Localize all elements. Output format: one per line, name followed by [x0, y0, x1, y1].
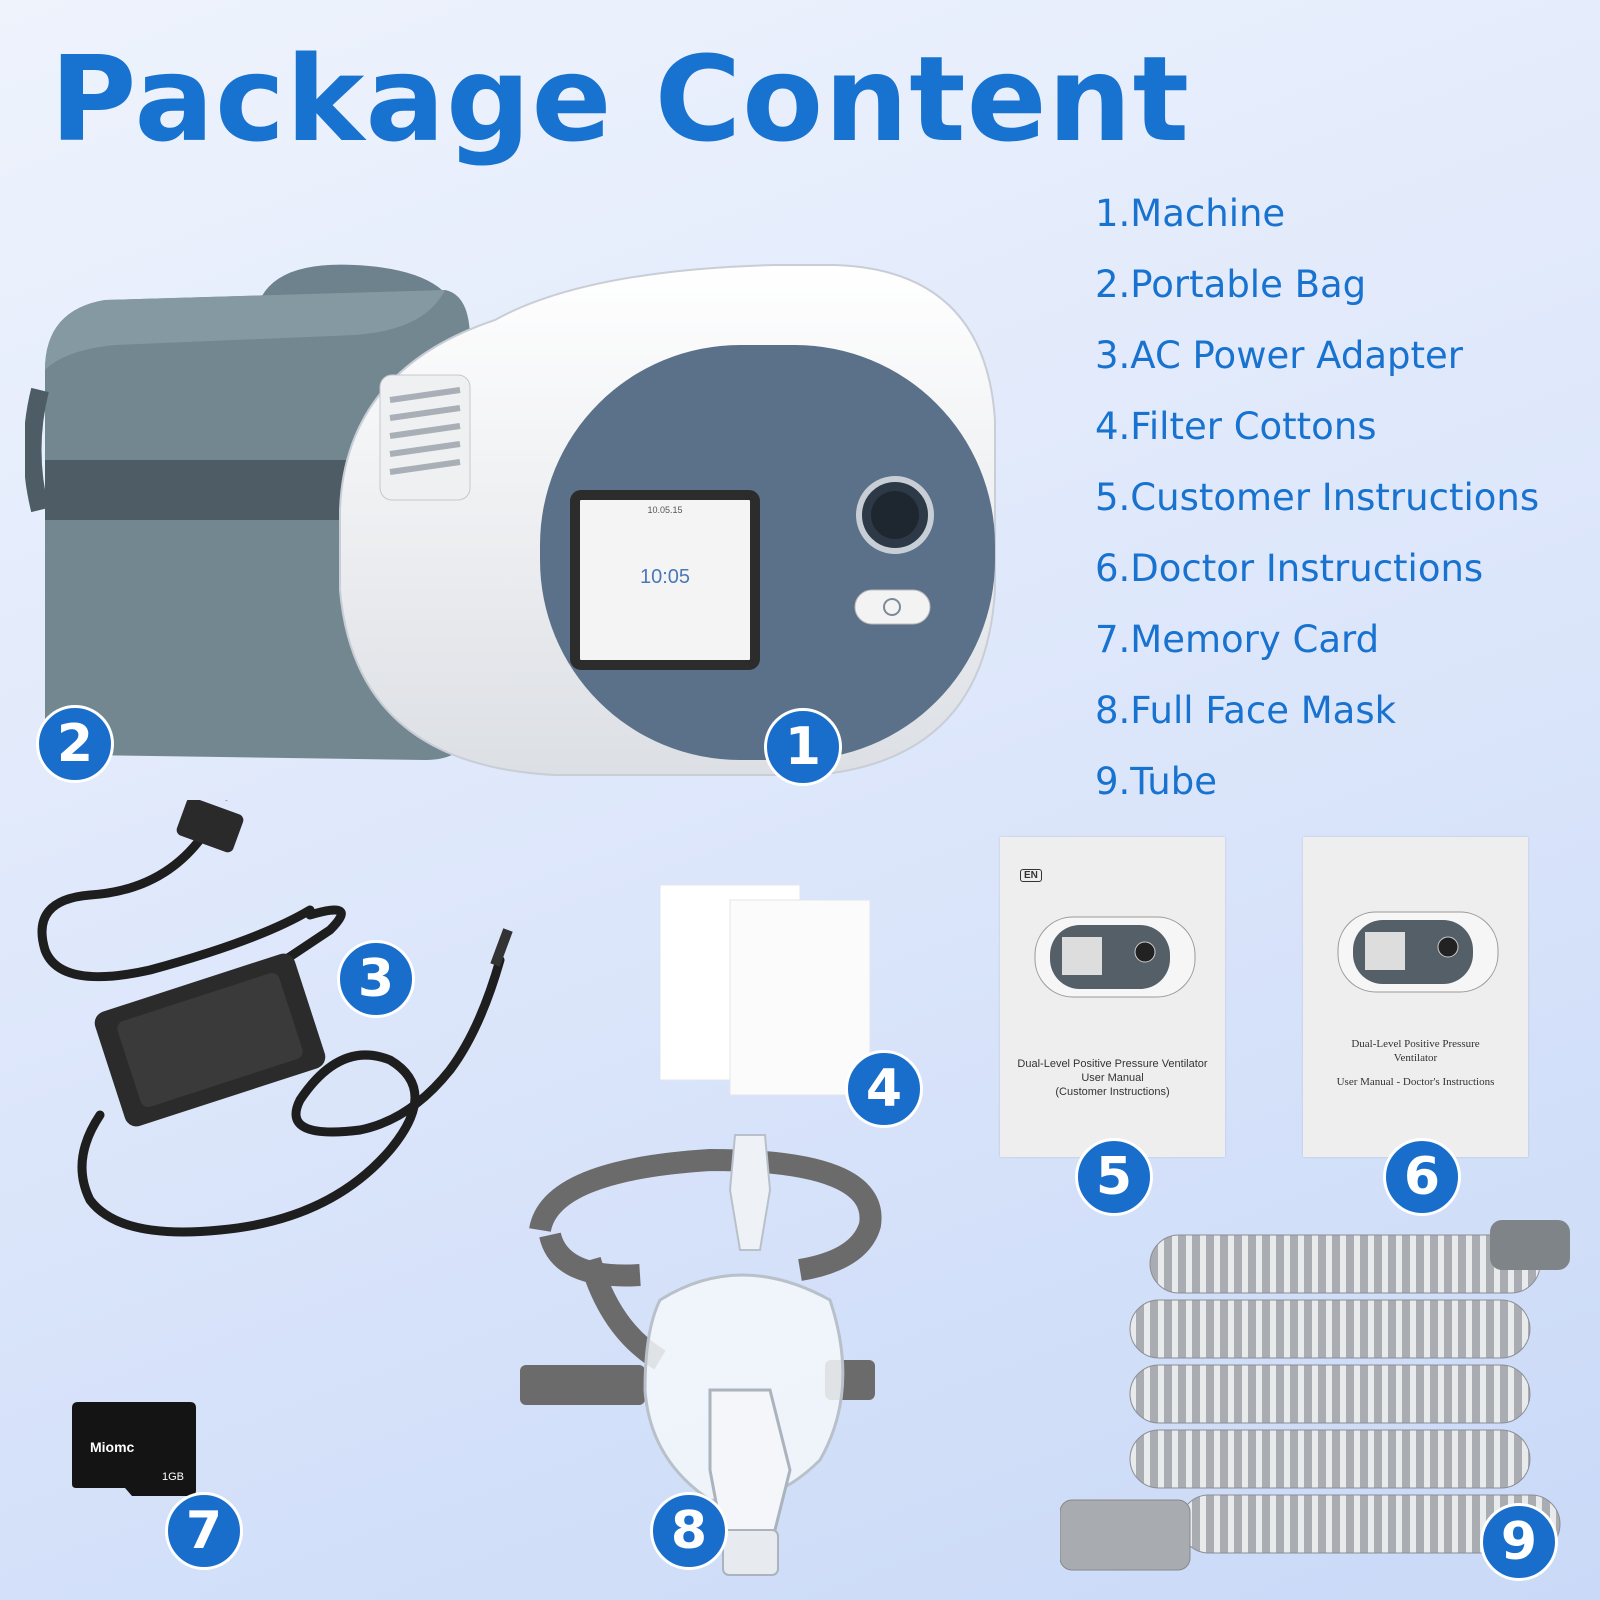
manual-title-cont: Ventilator: [1393, 1052, 1438, 1064]
badge-9: 9: [1480, 1503, 1558, 1581]
list-item-tube: 9.Tube: [1095, 760, 1217, 803]
package-items-list: 1.Machine 2.Portable Bag 3.AC Power Adap…: [1095, 185, 1539, 824]
manual-machine-illustration: [1034, 916, 1196, 998]
ac-power-adapter-image: [37, 800, 513, 1237]
memory-card-image: Miomc 1GB: [72, 1402, 196, 1496]
list-item-ac-power-adapter: 3.AC Power Adapter: [1095, 334, 1463, 377]
filter-cottons-image: [660, 884, 871, 1096]
machine-image: 10:05 10.05.15: [339, 264, 996, 776]
badge-1: 1: [764, 708, 842, 786]
list-item-portable-bag: 2.Portable Bag: [1095, 263, 1367, 306]
list-item-memory-card: 7.Memory Card: [1095, 618, 1380, 661]
list-item-filter-cottons: 4.Filter Cottons: [1095, 405, 1377, 448]
full-face-mask-image: [520, 1134, 882, 1576]
page-title: Package Content: [50, 30, 1191, 168]
doctor-instructions-manual: Dual-Level Positive Pressure Ventilator …: [1303, 837, 1528, 1157]
manual-title: Dual-Level Positive Pressure: [1351, 1038, 1480, 1050]
badge-3: 3: [337, 940, 415, 1018]
badge-7: 7: [165, 1492, 243, 1570]
machine-screen-time: 10:05: [640, 566, 690, 588]
memory-card-brand: Miomc: [90, 1439, 135, 1455]
machine-screen-top: 10.05.15: [647, 505, 682, 515]
customer-instructions-manual: EN Dual-Level Positive Pressure Ventilat…: [1000, 837, 1225, 1157]
manual-audience: (Customer Instructions): [1055, 1086, 1170, 1098]
list-item-full-face-mask: 8.Full Face Mask: [1095, 689, 1397, 732]
badge-2: 2: [36, 705, 114, 783]
list-item-doctor-instructions: 6.Doctor Instructions: [1095, 547, 1484, 590]
manual-title: Dual-Level Positive Pressure Ventilator: [1017, 1058, 1208, 1070]
badge-6: 6: [1383, 1138, 1461, 1216]
list-item-customer-instructions: 5.Customer Instructions: [1095, 476, 1540, 519]
tube-image: [1060, 1220, 1570, 1571]
memory-card-capacity: 1GB: [162, 1471, 184, 1483]
badge-5: 5: [1075, 1138, 1153, 1216]
manual-subtitle: User Manual: [1081, 1072, 1144, 1084]
manual-subtitle: User Manual - Doctor's Instructions: [1336, 1076, 1495, 1088]
badge-4: 4: [845, 1050, 923, 1128]
manual-machine-illustration: [1337, 911, 1499, 993]
language-tag: EN: [1020, 869, 1042, 882]
list-item-machine: 1.Machine: [1095, 192, 1286, 235]
badge-8: 8: [650, 1492, 728, 1570]
